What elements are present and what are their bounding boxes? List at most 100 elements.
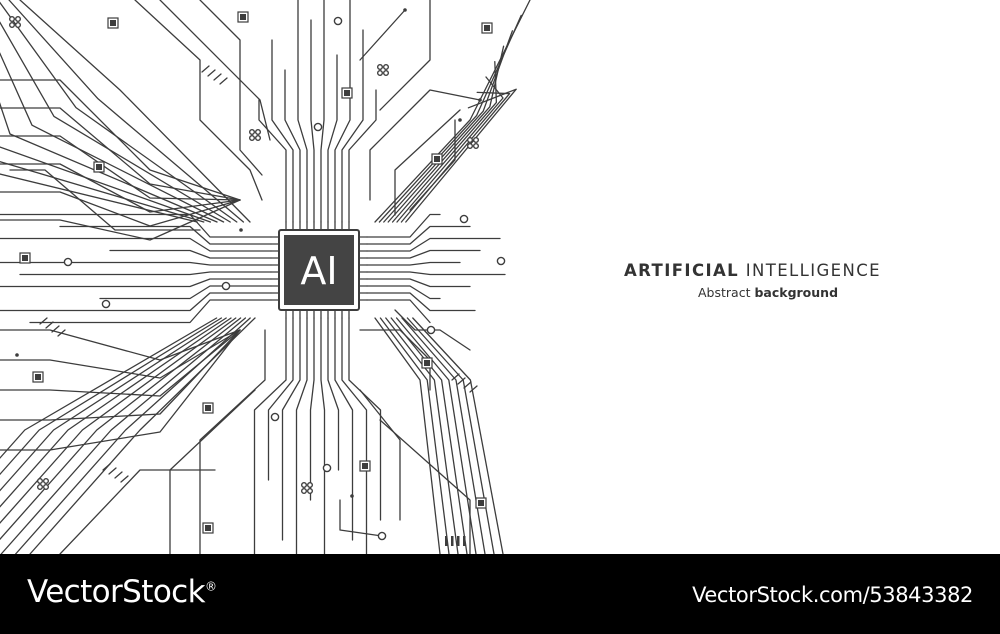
circuit-pad-group [473,136,480,143]
circuit-pad-group [383,69,390,76]
circuit-connector [102,463,111,471]
circuit-trace [199,0,263,176]
circuit-trace [0,199,241,241]
circuit-trace [0,261,272,266]
headline: ARTIFICIAL INTELLIGENCE [624,261,881,280]
circuit-trace [334,317,354,541]
subheadline-regular: Abstract [698,285,751,300]
circuit-trace [366,225,471,245]
circuit-connector [463,536,466,546]
circuit-trace [0,173,198,223]
circuit-trace [374,0,531,223]
circuit-connector [207,69,216,77]
circuit-pad-group [307,482,314,489]
circuit-pad-group [467,142,474,149]
circuit-pad-group [43,478,50,485]
circuit-trace [0,317,227,492]
circuit-trace [366,285,441,300]
circuit-connector [108,467,117,475]
circuit-pad-group [254,134,261,141]
circuit-board-graphic: AI [0,0,531,554]
circuit-via [15,353,19,357]
circuit-pad-group [248,134,255,141]
circuit-trace [390,317,468,554]
circuit-connector [51,325,60,333]
circuit-trace [0,21,231,223]
circuit-pad-group [301,482,308,489]
circuit-pad-group [43,484,50,491]
circuit-trace [284,69,301,223]
circuit-trace [405,88,517,223]
circuit-pad [221,281,231,291]
circuit-pad [496,256,506,266]
circuit-connector [219,77,228,85]
circuit-trace [0,135,241,201]
circuit-trace [369,89,481,201]
circuit-pad [426,325,436,335]
watermark-brand-name: VectorStock [27,574,206,610]
watermark-url: VectorStock.com/53843382 [692,583,973,607]
circuit-connector [114,471,123,479]
circuit-pad [322,463,332,473]
circuit-connector [469,385,478,393]
circuit-pad-group [37,478,44,485]
circuit-trace [387,45,505,223]
circuit-trace [0,317,237,524]
circuit-trace [334,0,351,223]
circuit-via [239,228,243,232]
circuit-trace [327,317,340,471]
circuit-trace [0,146,212,223]
circuit-trace [366,299,431,324]
circuit-component-core [205,405,211,411]
circuit-component-core [35,374,41,380]
circuit-pad [459,214,469,224]
circuit-trace [366,237,501,252]
circuit-trace [19,271,272,276]
circuit-trace [0,79,241,201]
circuit-trace [366,278,471,288]
circuit-trace [267,317,294,481]
circuit-pad [101,299,111,309]
circuit-trace [0,329,241,421]
circuit-pad-group [377,69,384,76]
headline-bold: ARTIFICIAL [624,261,740,280]
circuit-trace [0,292,272,312]
circuit-trace [379,0,431,111]
circuit-connector [213,73,222,81]
circuit-trace [0,329,241,379]
circuit-via [478,98,482,102]
circuit-pad-group [8,22,15,29]
circuit-component-core [434,156,440,162]
circuit-component-core [240,14,246,20]
circuit-trace [396,76,504,223]
circuit-connector [457,377,466,385]
circuit-pad [63,257,73,267]
circuit-trace [134,0,263,201]
circuit-pad-group [37,484,44,491]
circuit-connector [457,536,460,546]
circuit-trace [0,213,272,238]
circuit-trace [348,317,382,521]
circuit-component-core [22,255,28,261]
subheadline-bold: background [754,285,839,300]
circuit-trace [99,285,272,300]
circuit-trace [0,102,218,223]
circuit-trace [295,317,308,554]
circuit-trace [379,419,471,554]
circuit-trace [0,317,247,554]
circuit-trace [359,9,406,61]
circuit-trace [9,169,201,231]
circuit-trace [320,0,325,223]
circuit-trace [320,317,326,554]
circuit-trace [391,60,498,223]
circuit-trace [0,329,241,397]
circuit-trace [0,317,232,508]
circuit-pad-group [467,136,474,143]
circuit-trace [0,317,223,476]
circuit-trace [327,54,338,223]
circuit-pad [377,531,387,541]
circuit-trace [29,299,272,324]
circuit-trace [8,0,245,223]
circuit-pad [333,16,343,26]
circuit-trace [412,317,504,554]
